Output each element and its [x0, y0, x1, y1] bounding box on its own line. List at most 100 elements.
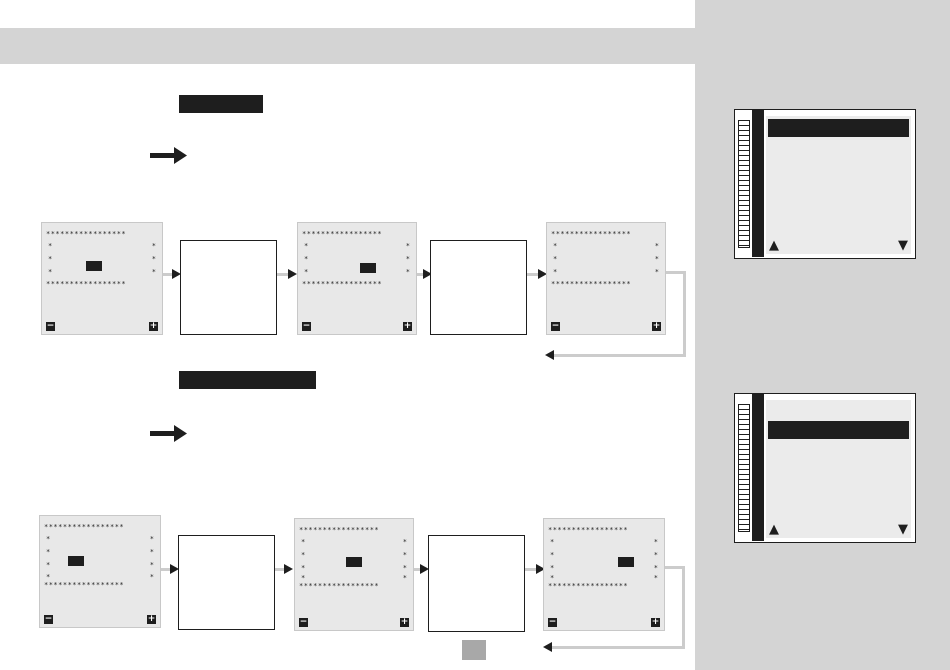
lcd-side-star: * — [550, 551, 555, 559]
lcd-star-row-top: ***************** — [299, 527, 380, 534]
plus-button[interactable]: + — [149, 321, 158, 331]
plus-button[interactable]: + — [651, 617, 660, 627]
step-box — [428, 535, 525, 632]
flow-triangle-icon — [423, 269, 432, 279]
lcd-star-row-bottom: ***************** — [551, 281, 632, 288]
lcd-star-row-bottom: ***************** — [46, 281, 127, 288]
flow-triangle-icon — [172, 269, 181, 279]
lcd-side-star: * — [149, 573, 154, 581]
minus-button[interactable]: − — [299, 617, 308, 627]
menu-display-panel: ▲ ▼ — [734, 109, 916, 259]
flow-triangle-icon — [420, 564, 429, 574]
menu-highlighted-row[interactable] — [768, 421, 909, 439]
menu-display-panel: ▲ ▼ — [734, 393, 916, 543]
flow-connector — [163, 273, 173, 276]
lcd-side-star: * — [553, 255, 558, 263]
minus-button[interactable]: − — [302, 321, 311, 331]
step-box — [430, 240, 527, 335]
lcd-side-star: * — [402, 538, 407, 546]
return-connector — [552, 646, 667, 649]
lcd-side-star: * — [653, 538, 658, 546]
lcd-side-star: * — [48, 255, 53, 263]
plus-button[interactable]: + — [652, 321, 661, 331]
lcd-side-star: * — [149, 548, 154, 556]
lcd-side-star: * — [405, 268, 410, 276]
lcd-side-star: * — [553, 242, 558, 250]
lcd-side-star: * — [304, 268, 309, 276]
step-box — [178, 535, 275, 630]
flow-triangle-icon — [536, 564, 545, 574]
right-sidebar — [695, 0, 950, 670]
lcd-side-star: * — [301, 551, 306, 559]
down-arrow-icon[interactable]: ▼ — [898, 238, 908, 253]
lcd-side-star: * — [304, 255, 309, 263]
section-1-label-bar — [179, 95, 263, 113]
flow-connector — [417, 273, 425, 276]
right-arrow-icon — [150, 147, 187, 164]
step-box — [180, 240, 277, 335]
lcd-side-star: * — [149, 535, 154, 543]
plus-button[interactable]: + — [403, 321, 412, 331]
lcd-star-row-top: ***************** — [548, 527, 629, 534]
lcd-side-star: * — [553, 268, 558, 276]
up-arrow-icon[interactable]: ▲ — [769, 238, 779, 253]
minus-button[interactable]: − — [46, 321, 55, 331]
lcd-screen: ***************** * * * * * * * * ******… — [294, 518, 414, 631]
lcd-side-star: * — [653, 551, 658, 559]
minus-button[interactable]: − — [551, 321, 560, 331]
page-number-marker — [462, 640, 486, 660]
lcd-screen: ***************** * * * * * * **********… — [41, 222, 163, 335]
lcd-side-star: * — [550, 564, 555, 572]
lcd-screen: ***************** * * * * * * **********… — [546, 222, 666, 335]
lcd-screen: ***************** * * * * * * **********… — [297, 222, 417, 335]
lcd-cursor-block — [360, 263, 376, 273]
flow-connector — [277, 273, 289, 276]
lcd-side-star: * — [48, 268, 53, 276]
lcd-side-star: * — [550, 538, 555, 546]
lcd-side-star: * — [151, 242, 156, 250]
return-loop — [666, 271, 686, 357]
lcd-side-star: * — [151, 255, 156, 263]
section-2-label-bar — [179, 371, 316, 389]
return-arrow-icon — [543, 642, 552, 652]
plus-button[interactable]: + — [400, 617, 409, 627]
lcd-side-star: * — [46, 561, 51, 569]
lcd-star-row-top: ***************** — [44, 524, 125, 531]
menu-divider — [752, 394, 764, 541]
lcd-side-star: * — [151, 268, 156, 276]
lcd-star-row-bottom: ***************** — [302, 281, 383, 288]
plus-button[interactable]: + — [147, 614, 156, 624]
flow-triangle-icon — [170, 564, 179, 574]
lcd-star-row-bottom: ***************** — [299, 583, 380, 590]
minus-button[interactable]: − — [44, 614, 53, 624]
menu-scroll-rail[interactable] — [738, 404, 750, 532]
menu-screen: ▲ ▼ — [766, 400, 911, 538]
flow-triangle-icon — [538, 269, 547, 279]
up-arrow-icon[interactable]: ▲ — [769, 522, 779, 537]
lcd-side-star: * — [653, 564, 658, 572]
right-arrow-icon — [150, 425, 187, 442]
lcd-side-star: * — [654, 255, 659, 263]
flow-connector — [161, 568, 171, 571]
lcd-side-star: * — [46, 573, 51, 581]
menu-scroll-rail[interactable] — [738, 120, 750, 248]
minus-button[interactable]: − — [548, 617, 557, 627]
return-arrow-icon — [545, 350, 554, 360]
lcd-side-star: * — [653, 574, 658, 582]
lcd-side-star: * — [46, 548, 51, 556]
lcd-star-row-top: ***************** — [551, 231, 632, 238]
flow-connector — [414, 568, 422, 571]
lcd-side-star: * — [402, 564, 407, 572]
lcd-side-star: * — [301, 574, 306, 582]
lcd-star-row-top: ***************** — [46, 231, 127, 238]
lcd-cursor-block — [86, 261, 102, 271]
lcd-cursor-block — [618, 557, 634, 567]
lcd-screen: ***************** * * * * * * * * ******… — [543, 518, 665, 631]
menu-screen: ▲ ▼ — [766, 116, 911, 254]
menu-highlighted-row[interactable] — [768, 119, 909, 137]
down-arrow-icon[interactable]: ▼ — [898, 522, 908, 537]
lcd-cursor-block — [68, 556, 84, 566]
flow-connector — [527, 273, 539, 276]
lcd-side-star: * — [301, 538, 306, 546]
lcd-side-star: * — [149, 561, 154, 569]
